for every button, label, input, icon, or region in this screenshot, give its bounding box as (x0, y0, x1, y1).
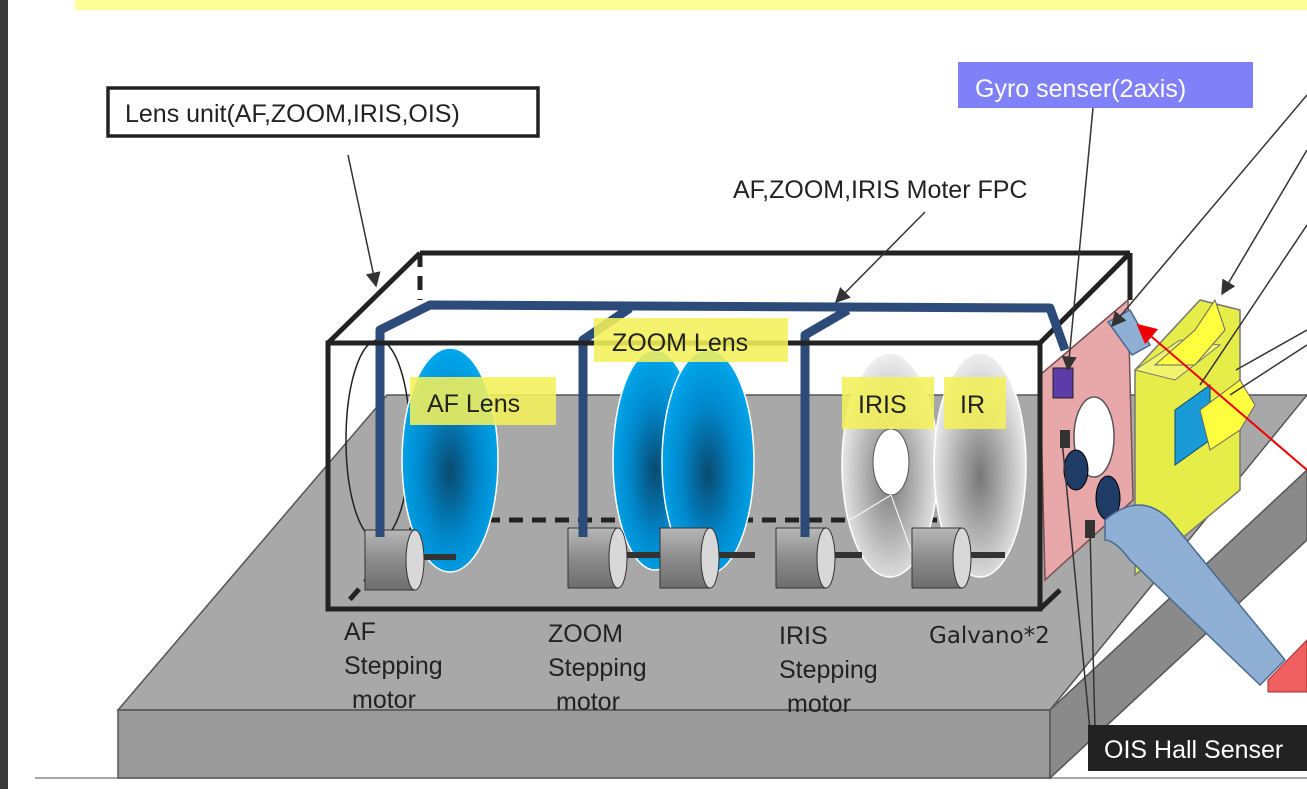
optical-axis (1136, 323, 1307, 471)
motor-zoom-2 (659, 527, 755, 589)
ois-plate (1039, 298, 1134, 582)
svg-text:Stepping: Stepping (548, 654, 647, 682)
hall-sensor-1 (1060, 430, 1070, 448)
svg-text:ZOOM: ZOOM (548, 620, 623, 648)
sensor-holder-block (1133, 298, 1256, 577)
hall-sensor-2 (1085, 520, 1095, 538)
svg-text:motor: motor (556, 688, 620, 716)
motor-iris (775, 527, 862, 589)
right-pointers (1111, 94, 1307, 396)
iris-motor-label: IRIS Stepping motor (779, 622, 878, 718)
zoom-lens-label: ZOOM Lens (612, 329, 748, 357)
motor-af (364, 529, 456, 591)
ois-hall-callout-box (1088, 725, 1307, 771)
ir-highlight (944, 377, 1006, 429)
svg-text:Stepping: Stepping (344, 652, 443, 680)
svg-text:motor: motor (352, 686, 416, 714)
lens-unit-callout-box (106, 86, 540, 138)
galvano-label: Galvano*2 (929, 623, 1050, 649)
af-lens-label: AF Lens (427, 390, 520, 418)
gyro-callout-box (958, 62, 1253, 108)
svg-text:Stepping: Stepping (779, 656, 878, 684)
svg-text:AF: AF (344, 618, 376, 646)
fpc-label: AF,ZOOM,IRIS Moter FPC (733, 176, 1027, 204)
galvano-coil-1 (1063, 449, 1089, 491)
zoom-lens-highlight (594, 318, 788, 362)
iris-highlight (842, 377, 934, 429)
motor-zoom-1 (567, 527, 660, 589)
lens-unit-label: Lens unit(AF,ZOOM,IRIS,OIS) (125, 100, 460, 128)
red-part (1267, 639, 1307, 693)
motor-galvano (911, 527, 1005, 589)
gyro-label: Gyro senser(2axis) (975, 75, 1186, 103)
gyro-pointer (1061, 107, 1094, 372)
lens-unit-pointer (347, 154, 381, 288)
ois-flex-cable (1104, 504, 1287, 687)
gyro-chip (1052, 367, 1074, 399)
svg-text:motor: motor (787, 690, 851, 718)
ir-label: IR (960, 391, 985, 419)
svg-text:IRIS: IRIS (779, 622, 828, 650)
af-motor-label: AF Stepping motor (344, 618, 443, 714)
af-lens-highlight (410, 377, 556, 425)
hall-pointers (1061, 439, 1096, 731)
top-band (75, 0, 1307, 10)
zoom-motor-label: ZOOM Stepping motor (548, 620, 647, 716)
fpc-pointer (834, 211, 926, 304)
iris-label: IRIS (858, 391, 907, 419)
ois-hall-label: OIS Hall Senser (1104, 736, 1283, 764)
left-frame-bar (0, 0, 8, 789)
